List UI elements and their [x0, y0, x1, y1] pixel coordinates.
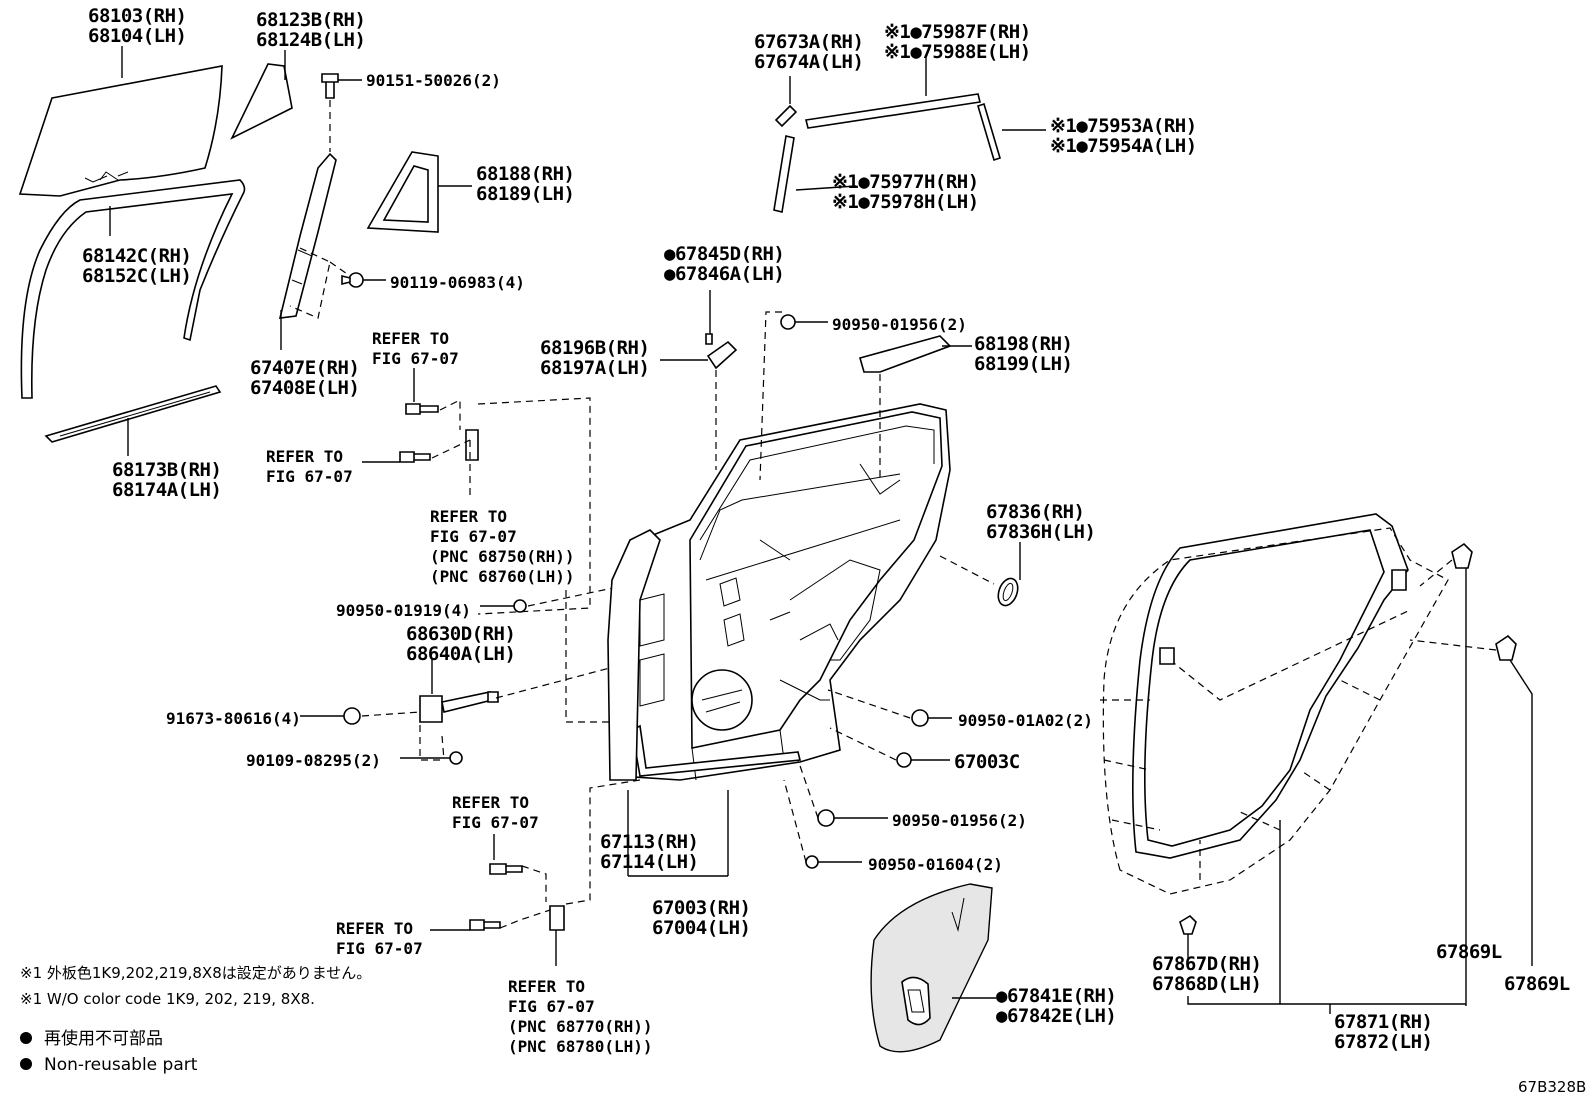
grommet-icon: [997, 542, 1021, 607]
label-refer3-c: (PNC 68750(RH)): [430, 547, 575, 566]
part-labels: 68103(RH) 68104(LH) 68123B(RH) 68124B(LH…: [82, 5, 1570, 1056]
door-inner-panel: [611, 403, 951, 781]
label-check-rh: 68630D(RH): [406, 623, 515, 645]
label-run-channel-rh: 68142C(RH): [82, 245, 191, 267]
label-check-lh: 68640A(LH): [406, 643, 515, 665]
quarter-glass: [230, 50, 293, 140]
label-mould-top-lh: 67674A(LH): [754, 51, 863, 73]
label-weatherstrip-lh: 67872(LH): [1334, 1031, 1432, 1053]
label-hole-plug: 67003C: [954, 751, 1020, 773]
label-weatherstrip-rh: 67871(RH): [1334, 1011, 1432, 1033]
label-door-panel-lh: 67004(LH): [652, 917, 750, 939]
bolt-icon: [321, 73, 362, 99]
label-frame-mould-rh: ※1●75987F(RH): [884, 21, 1031, 43]
label-screw: 90119-06983(4): [390, 273, 525, 292]
label-plug-604: 90950-01604(2): [868, 855, 1003, 874]
label-refer3-d: (PNC 68760(LH)): [430, 567, 575, 586]
label-belt-rh: 68173B(RH): [112, 459, 221, 481]
label-belt-lh: 68174A(LH): [112, 479, 221, 501]
label-clip-869a: 67869L: [1436, 941, 1502, 963]
label-division-bar-rh: 67407E(RH): [250, 357, 359, 379]
label-cover-rh: ●67841E(RH): [996, 985, 1116, 1007]
belt-moulding: [44, 385, 222, 456]
run-channel: [20, 179, 246, 399]
label-glass-lh: 68104(LH): [88, 25, 186, 47]
label-division-bar-lh: 67408E(LH): [250, 377, 359, 399]
screw-icon: [341, 272, 386, 288]
label-grommet-lh: 67836H(LH): [986, 521, 1095, 543]
label-bracket-198-lh: 68199(LH): [974, 353, 1072, 375]
diagram-code: 67B328B: [1518, 1078, 1586, 1096]
door-glass: [18, 46, 223, 197]
label-refer6-b: FIG 67-07: [508, 997, 595, 1016]
door-outer-panel: [607, 529, 729, 877]
door-weatherstrip: [1100, 513, 1533, 1014]
plug-icon: [759, 311, 995, 869]
bracket-68196: [660, 290, 738, 470]
label-frame-mould-lh: ※1●75988E(LH): [884, 41, 1031, 63]
label-bolt-90109: 90109-08295(2): [246, 751, 381, 770]
label-refer1-b: FIG 67-07: [372, 349, 459, 368]
label-grommet-rh: 67836(RH): [986, 501, 1084, 523]
label-clip-19: 90950-01919(4): [336, 601, 471, 620]
label-clip-869b: 67869L: [1504, 973, 1570, 995]
label-refer6-c: (PNC 68770(RH)): [508, 1017, 653, 1036]
label-bracket-198-rh: 68198(RH): [974, 333, 1072, 355]
label-refer2-b: FIG 67-07: [266, 467, 353, 486]
label-ws-clip-lh: 67868D(LH): [1152, 973, 1261, 995]
label-refer5-b: FIG 67-07: [336, 939, 423, 958]
label-refer5-a: REFER TO: [336, 919, 413, 938]
label-plug-956-bot: 90950-01956(2): [892, 811, 1027, 830]
service-hole-cover: [870, 883, 996, 1053]
label-refer3-a: REFER TO: [430, 507, 507, 526]
notes: ※1 外板色1K9,202,219,8X8は設定がありません。 ※1 W/O c…: [20, 964, 1586, 1096]
label-qtr-ws-rh: 68188(RH): [476, 163, 574, 185]
label-refer6-d: (PNC 68780(LH)): [508, 1037, 653, 1056]
label-plug-956-top: 90950-01956(2): [832, 315, 967, 334]
label-quarter-glass-lh: 68124B(LH): [256, 29, 365, 51]
label-refer4-a: REFER TO: [452, 793, 529, 812]
legend-jp: 再使用不可部品: [44, 1028, 163, 1049]
note-jp: ※1 外板色1K9,202,219,8X8は設定がありません。: [20, 964, 371, 982]
label-bracket-196-lh: 68197A(LH): [540, 357, 649, 379]
label-refer4-b: FIG 67-07: [452, 813, 539, 832]
label-front-mould-rh: ※1●75977H(RH): [832, 171, 979, 193]
label-panel-inner-lh: 67114(LH): [600, 851, 698, 873]
label-bracket-196-rh: 68196B(RH): [540, 337, 649, 359]
division-bar: [278, 100, 351, 350]
legend-en: Non-reusable part: [44, 1055, 198, 1075]
label-rear-mould-rh: ※1●75953A(RH): [1050, 115, 1197, 137]
label-cover-lh: ●67842E(LH): [996, 1005, 1116, 1027]
hinge-upper: [362, 368, 591, 615]
hinge-lower: [430, 779, 641, 966]
label-glass-rh: 68103(RH): [88, 5, 186, 27]
label-refer1-a: REFER TO: [372, 329, 449, 348]
label-front-mould-lh: ※1●75978H(LH): [832, 191, 979, 213]
bracket-68198: [859, 335, 972, 480]
non-reusable-bullet-icon: [20, 1058, 32, 1070]
label-plug-a02: 90950-01A02(2): [958, 711, 1093, 730]
label-ws-clip-rh: 67867D(RH): [1152, 953, 1261, 975]
label-run-channel-lh: 68152C(LH): [82, 265, 191, 287]
label-door-panel-rh: 67003(RH): [652, 897, 750, 919]
label-bolt-top: 90151-50026(2): [366, 71, 501, 90]
label-quarter-glass-rh: 68123B(RH): [256, 9, 365, 31]
frame-mouldings: [773, 56, 1046, 213]
quarter-weatherstrip: [366, 151, 472, 233]
non-reusable-bullet-icon: [20, 1032, 32, 1044]
label-clip-845-rh: ●67845D(RH): [664, 243, 784, 265]
label-refer3-b: FIG 67-07: [430, 527, 517, 546]
label-rear-mould-lh: ※1●75954A(LH): [1050, 135, 1197, 157]
label-refer6-a: REFER TO: [508, 977, 585, 996]
label-qtr-ws-lh: 68189(LH): [476, 183, 574, 205]
label-refer2-a: REFER TO: [266, 447, 343, 466]
label-bolt-91673: 91673-80616(4): [166, 709, 301, 728]
label-clip-845-lh: ●67846A(LH): [664, 263, 784, 285]
label-panel-inner-rh: 67113(RH): [600, 831, 698, 853]
note-en: ※1 W/O color code 1K9, 202, 219, 8X8.: [20, 990, 315, 1008]
label-mould-top-rh: 67673A(RH): [754, 31, 863, 53]
